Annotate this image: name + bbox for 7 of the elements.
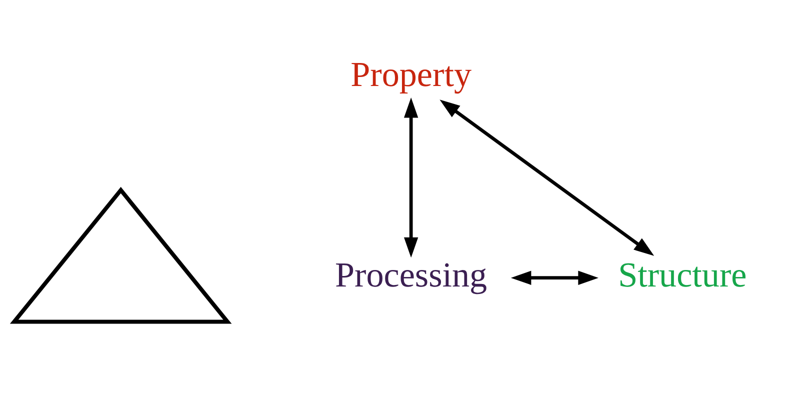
arrow: [440, 99, 654, 256]
arrow: [404, 96, 418, 258]
arrow: [510, 270, 598, 284]
node-text: Property: [350, 54, 472, 94]
node-triangle: [10, 186, 232, 324]
node-text: Structure: [618, 254, 747, 294]
node-text: Processing: [335, 254, 488, 294]
